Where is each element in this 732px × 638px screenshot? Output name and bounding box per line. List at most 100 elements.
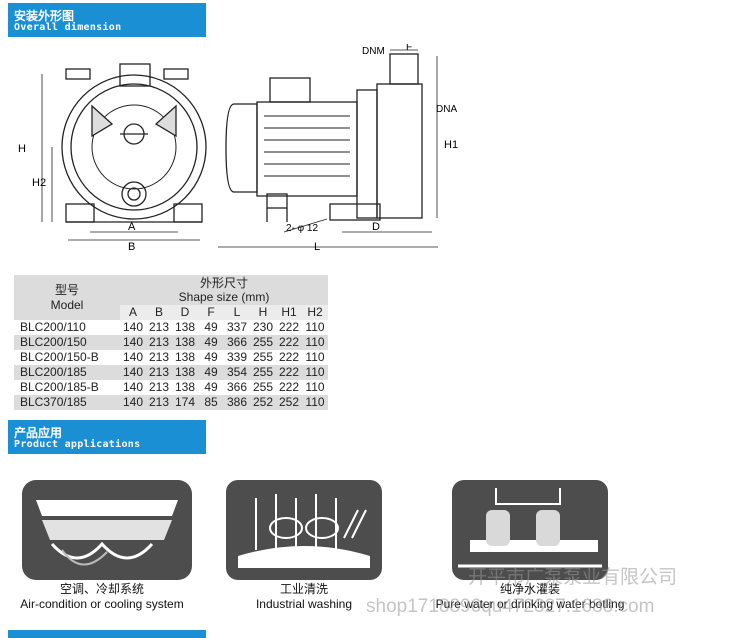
watermark-shop-url: shop1718896qu472327.1688.com bbox=[366, 596, 655, 617]
model-cell: BLC200/110 bbox=[20, 320, 86, 334]
label-l: L bbox=[314, 241, 320, 253]
value-cell: 138 bbox=[172, 335, 198, 350]
model-cell: BLC200/150 bbox=[14, 335, 120, 350]
value-cell: 49 bbox=[204, 380, 218, 394]
shape-header-en: Shape size (mm) bbox=[178, 290, 270, 304]
column-header: B bbox=[146, 305, 172, 320]
value-cell: 110 bbox=[305, 380, 325, 394]
caption-en: Air-condition or cooling system bbox=[20, 597, 184, 611]
section-title-en: Product applications bbox=[14, 439, 141, 450]
value-cell: 140 bbox=[122, 350, 144, 364]
value-cell: 140 bbox=[120, 335, 146, 350]
value-cell: 252 bbox=[250, 395, 276, 410]
value-cell: 222 bbox=[278, 350, 300, 364]
value-cell: 140 bbox=[120, 395, 146, 410]
next-section-banner bbox=[8, 630, 206, 638]
model-cell: BLC370/185 bbox=[14, 395, 120, 410]
watermark-company: 开平市广泵泵业有限公司 bbox=[468, 567, 678, 588]
model-header: 型号 Model bbox=[14, 275, 120, 320]
label-dna: DNA bbox=[436, 104, 457, 115]
table-row: BLC200/110 140 213 138 49 337 230 222 110 bbox=[14, 320, 328, 335]
value-cell: 110 bbox=[302, 335, 328, 350]
column-header: L bbox=[224, 305, 250, 320]
label-h2: H2 bbox=[32, 177, 46, 189]
caption-cn: 空调、冷却系统 bbox=[59, 582, 144, 596]
water-bottling-icon bbox=[452, 480, 608, 580]
label-b: B bbox=[128, 241, 135, 253]
section-banner-applications: 产品应用 Product applications bbox=[8, 420, 206, 454]
value-cell: 49 bbox=[198, 335, 224, 350]
model-header-en: Model bbox=[50, 297, 84, 312]
section-title-cn: 安装外形图 bbox=[14, 9, 75, 23]
pump-dimension-drawing: A B H H2 DNM F DNA H1 D L 2- φ 12 bbox=[18, 44, 458, 253]
value-cell: 110 bbox=[305, 320, 325, 334]
shape-size-header: 外形尺寸 Shape size (mm) bbox=[120, 275, 328, 305]
model-cell: BLC200/185 bbox=[14, 365, 120, 380]
value-cell: 138 bbox=[174, 350, 196, 364]
value-cell: 49 bbox=[198, 365, 224, 380]
value-cell: 213 bbox=[148, 320, 170, 334]
column-header: F bbox=[198, 305, 224, 320]
value-cell: 110 bbox=[305, 350, 325, 364]
caption-en: Pure water or drinking water botling bbox=[435, 597, 625, 611]
value-cell: 366 bbox=[226, 380, 248, 394]
value-cell: 49 bbox=[204, 320, 218, 334]
value-cell: 138 bbox=[174, 320, 196, 334]
value-cell: 339 bbox=[226, 350, 248, 364]
front-view bbox=[61, 63, 207, 223]
column-header: A bbox=[120, 305, 146, 320]
value-cell: 213 bbox=[148, 380, 170, 394]
value-cell: 213 bbox=[146, 395, 172, 410]
value-cell: 140 bbox=[122, 380, 144, 394]
caption-cn: 纯净水灌装 bbox=[499, 582, 560, 596]
air-condition-icon bbox=[22, 480, 192, 580]
caption-air-condition: 空调、冷却系统 Air-condition or cooling system bbox=[4, 582, 200, 611]
value-cell: 213 bbox=[148, 350, 170, 364]
value-cell: 49 bbox=[204, 350, 218, 364]
label-h: H bbox=[18, 143, 26, 155]
value-cell: 138 bbox=[174, 380, 196, 394]
value-cell: 110 bbox=[302, 395, 328, 410]
label-h1: H1 bbox=[444, 139, 458, 151]
value-cell: 110 bbox=[302, 365, 328, 380]
caption-industrial-washing: 工业清洗 Industrial washing bbox=[226, 582, 382, 611]
value-cell: 138 bbox=[172, 365, 198, 380]
model-cell: BLC200/185-B bbox=[20, 380, 99, 394]
value-cell: 222 bbox=[278, 320, 300, 334]
value-cell: 213 bbox=[146, 335, 172, 350]
side-view bbox=[225, 53, 423, 222]
value-cell: 366 bbox=[224, 335, 250, 350]
label-a: A bbox=[128, 221, 136, 233]
column-header: H bbox=[250, 305, 276, 320]
industrial-washing-icon bbox=[226, 480, 382, 580]
value-cell: 386 bbox=[224, 395, 250, 410]
column-header: H1 bbox=[276, 305, 302, 320]
model-cell: BLC200/150-B bbox=[20, 350, 99, 364]
value-cell: 255 bbox=[252, 380, 274, 394]
value-cell: 222 bbox=[276, 365, 302, 380]
value-cell: 174 bbox=[172, 395, 198, 410]
value-cell: 354 bbox=[224, 365, 250, 380]
label-dnm: DNM bbox=[362, 46, 385, 57]
column-header: D bbox=[172, 305, 198, 320]
caption-cn: 工业清洗 bbox=[279, 582, 328, 596]
label-d: D bbox=[372, 221, 380, 233]
value-cell: 337 bbox=[226, 320, 248, 334]
value-cell: 222 bbox=[276, 335, 302, 350]
value-cell: 255 bbox=[250, 365, 276, 380]
label-f: F bbox=[406, 44, 412, 53]
table-row: BLC200/185-B 140 213 138 49 366 255 222 110 bbox=[14, 380, 328, 395]
value-cell: 140 bbox=[120, 365, 146, 380]
value-cell: 230 bbox=[252, 320, 274, 334]
value-cell: 222 bbox=[278, 380, 300, 394]
value-cell: 140 bbox=[122, 320, 144, 334]
value-cell: 213 bbox=[146, 365, 172, 380]
label-holes: 2- φ 12 bbox=[286, 223, 318, 234]
